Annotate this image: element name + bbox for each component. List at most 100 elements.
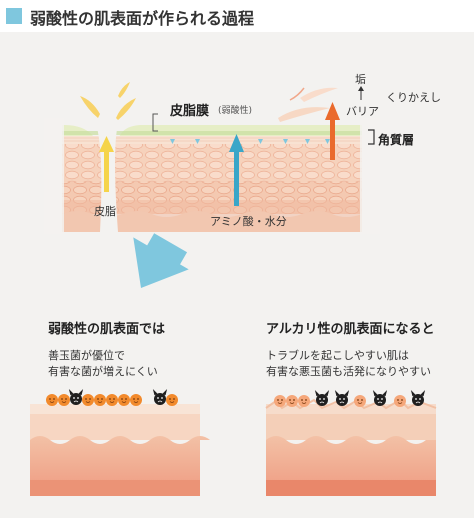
good-bacterium bbox=[82, 394, 94, 406]
bacterium-mouth bbox=[97, 401, 103, 403]
bad-bacterium bbox=[316, 394, 328, 406]
bacterium-eye bbox=[277, 399, 279, 401]
bacterium-horns bbox=[410, 390, 426, 397]
bacterium-eye bbox=[377, 398, 379, 400]
good-bacterium bbox=[130, 394, 142, 406]
bacterium-eye bbox=[415, 398, 417, 400]
bacterium-eye bbox=[323, 398, 325, 400]
bacterium-mouth bbox=[109, 401, 115, 403]
bacterium-mouth bbox=[397, 402, 403, 404]
alkaline-heading: アルカリ性の肌表面になると bbox=[266, 322, 435, 337]
acidic-heading: 弱酸性の肌表面では bbox=[48, 322, 166, 337]
alkaline-line-2: 有害な悪玉菌も活発になりやすい bbox=[266, 365, 431, 378]
bacterium-eye bbox=[137, 398, 139, 400]
dirt-label: 垢 bbox=[355, 73, 366, 86]
bacterium-eye bbox=[339, 398, 341, 400]
bacterium-eye bbox=[169, 398, 171, 400]
bacteria-group-right bbox=[274, 394, 424, 407]
bacterium-eye bbox=[121, 398, 123, 400]
bacterium-mouth bbox=[339, 401, 345, 404]
good-bacterium bbox=[298, 395, 310, 407]
bacterium-eye bbox=[401, 399, 403, 401]
bad-bacterium bbox=[374, 394, 386, 406]
bacterium-mouth bbox=[289, 402, 295, 404]
bacterium-eye bbox=[89, 398, 91, 400]
good-bacterium bbox=[94, 394, 106, 406]
title-marker bbox=[6, 8, 22, 24]
bacterium-eye bbox=[109, 398, 111, 400]
bacterium-mouth bbox=[319, 401, 325, 404]
bacterium-mouth bbox=[61, 401, 67, 403]
bacterium-eye bbox=[381, 398, 383, 400]
bacterium-mouth bbox=[133, 401, 139, 403]
bacterium-eye bbox=[125, 398, 127, 400]
bacterium-mouth bbox=[415, 401, 421, 404]
good-bacterium bbox=[106, 394, 118, 406]
bacterium-eye bbox=[97, 398, 99, 400]
sebum-film-label: 皮脂膜 bbox=[170, 104, 210, 119]
bacterium-mouth bbox=[157, 400, 163, 403]
title-bar: 弱酸性の肌表面が作られる過程 bbox=[0, 0, 474, 32]
bacterium-horns bbox=[68, 389, 84, 396]
bacterium-eye bbox=[289, 399, 291, 401]
bacterium-eye bbox=[397, 399, 399, 401]
bacterium-mouth bbox=[357, 402, 363, 404]
acidic-line-1: 善玉菌が優位で bbox=[48, 349, 125, 362]
good-bacterium bbox=[394, 395, 406, 407]
sebum-film-markers bbox=[170, 139, 330, 144]
bacterium-eye bbox=[281, 399, 283, 401]
good-bacterium bbox=[118, 394, 130, 406]
bacterium-mouth bbox=[301, 402, 307, 404]
shedding-flakes bbox=[278, 87, 338, 122]
sebum-label: 皮脂 bbox=[94, 205, 116, 218]
sebum-film-bracket bbox=[152, 113, 158, 132]
stratum-bracket bbox=[368, 129, 375, 145]
bacterium-horns bbox=[334, 390, 350, 397]
alkaline-line-1: トラブルを起こしやすい肌は bbox=[266, 349, 409, 362]
good-bacterium bbox=[286, 395, 298, 407]
bacterium-eye bbox=[65, 398, 67, 400]
bacterium-eye bbox=[293, 399, 295, 401]
page-title: 弱酸性の肌表面が作られる過程 bbox=[30, 9, 255, 28]
acidic-line-2: 有害な菌が増えにくい bbox=[48, 365, 158, 378]
bacterium-mouth bbox=[377, 401, 383, 404]
good-bacterium bbox=[46, 394, 58, 406]
bad-bacterium bbox=[412, 394, 424, 406]
amino-label: アミノ酸・水分 bbox=[210, 215, 287, 228]
bacterium-eye bbox=[357, 399, 359, 401]
bacterium-horns bbox=[372, 390, 388, 397]
bacterium-eye bbox=[161, 397, 163, 399]
bacterium-eye bbox=[49, 398, 51, 400]
barrier-arrow bbox=[325, 102, 340, 160]
sebum-droplets bbox=[80, 82, 136, 120]
bacterium-horns bbox=[152, 389, 168, 396]
good-bacterium bbox=[58, 394, 70, 406]
amino-arrow bbox=[229, 134, 244, 206]
bad-bacterium bbox=[336, 394, 348, 406]
bacterium-eye bbox=[319, 398, 321, 400]
good-bacterium bbox=[274, 395, 286, 407]
stratum-label: 角質層 bbox=[378, 133, 415, 147]
sebum-arrow bbox=[99, 136, 114, 192]
bacterium-eye bbox=[77, 397, 79, 399]
bacterium-eye bbox=[133, 398, 135, 400]
bacterium-eye bbox=[53, 398, 55, 400]
acidic-skin-illustration bbox=[30, 404, 210, 496]
bacterium-eye bbox=[361, 399, 363, 401]
bacterium-eye bbox=[301, 399, 303, 401]
sebum-film-sublabel: (弱酸性) bbox=[218, 106, 253, 116]
bacterium-eye bbox=[113, 398, 115, 400]
good-bacterium bbox=[354, 395, 366, 407]
bacterium-eye bbox=[157, 397, 159, 399]
bacterium-mouth bbox=[121, 401, 127, 403]
dirt-up-arrow bbox=[358, 86, 364, 100]
good-bacterium bbox=[166, 394, 178, 406]
bacterium-mouth bbox=[169, 401, 175, 403]
bacterium-mouth bbox=[49, 401, 55, 403]
bacterium-eye bbox=[101, 398, 103, 400]
bacterium-eye bbox=[305, 399, 307, 401]
bacterium-mouth bbox=[73, 400, 79, 403]
bacterium-mouth bbox=[277, 402, 283, 404]
